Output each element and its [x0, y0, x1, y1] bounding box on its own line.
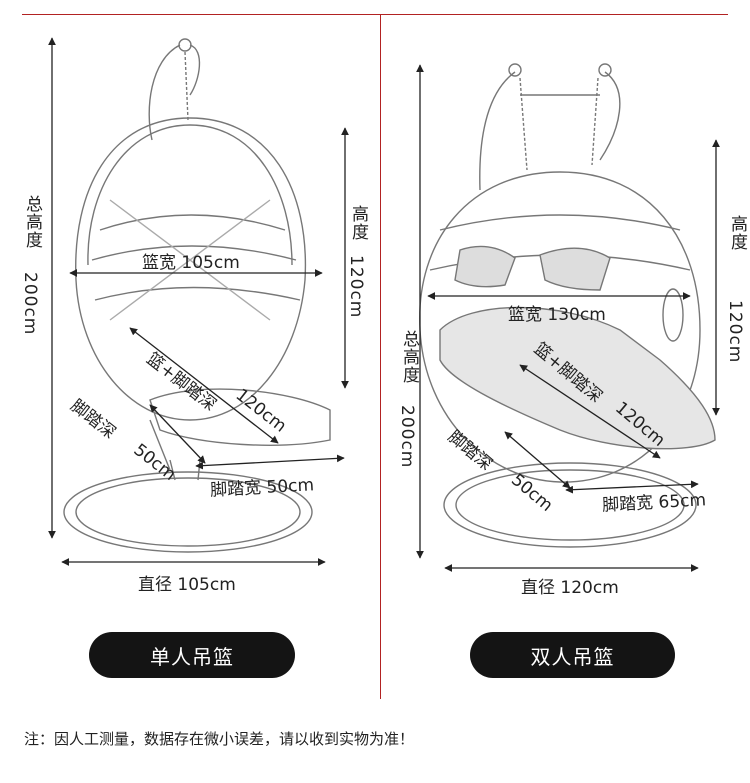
- single-basket-button[interactable]: 单人吊篮: [89, 632, 295, 678]
- single-total-height-label: 总高度: [22, 195, 42, 249]
- double-basket-button[interactable]: 双人吊篮: [470, 632, 675, 678]
- center-divider: [380, 14, 381, 699]
- single-diameter: 直径 105cm: [138, 575, 236, 595]
- single-basket-width: 篮宽 105cm: [142, 253, 240, 273]
- double-height-label: 高度: [727, 215, 747, 251]
- measurement-note: 注：因人工测量，数据存在微小误差，请以收到实物为准！: [24, 730, 415, 748]
- double-basket-width: 篮宽 130cm: [508, 305, 606, 325]
- double-height-value: 120cm: [725, 300, 745, 364]
- double-total-height-label: 总高度: [399, 330, 419, 384]
- double-diameter: 直径 120cm: [521, 578, 619, 598]
- single-total-height-value: 200cm: [20, 272, 40, 336]
- single-height-value: 120cm: [346, 255, 366, 319]
- double-total-height-value: 200cm: [397, 405, 417, 469]
- single-height-label: 高度: [348, 205, 368, 241]
- top-divider: [22, 14, 728, 15]
